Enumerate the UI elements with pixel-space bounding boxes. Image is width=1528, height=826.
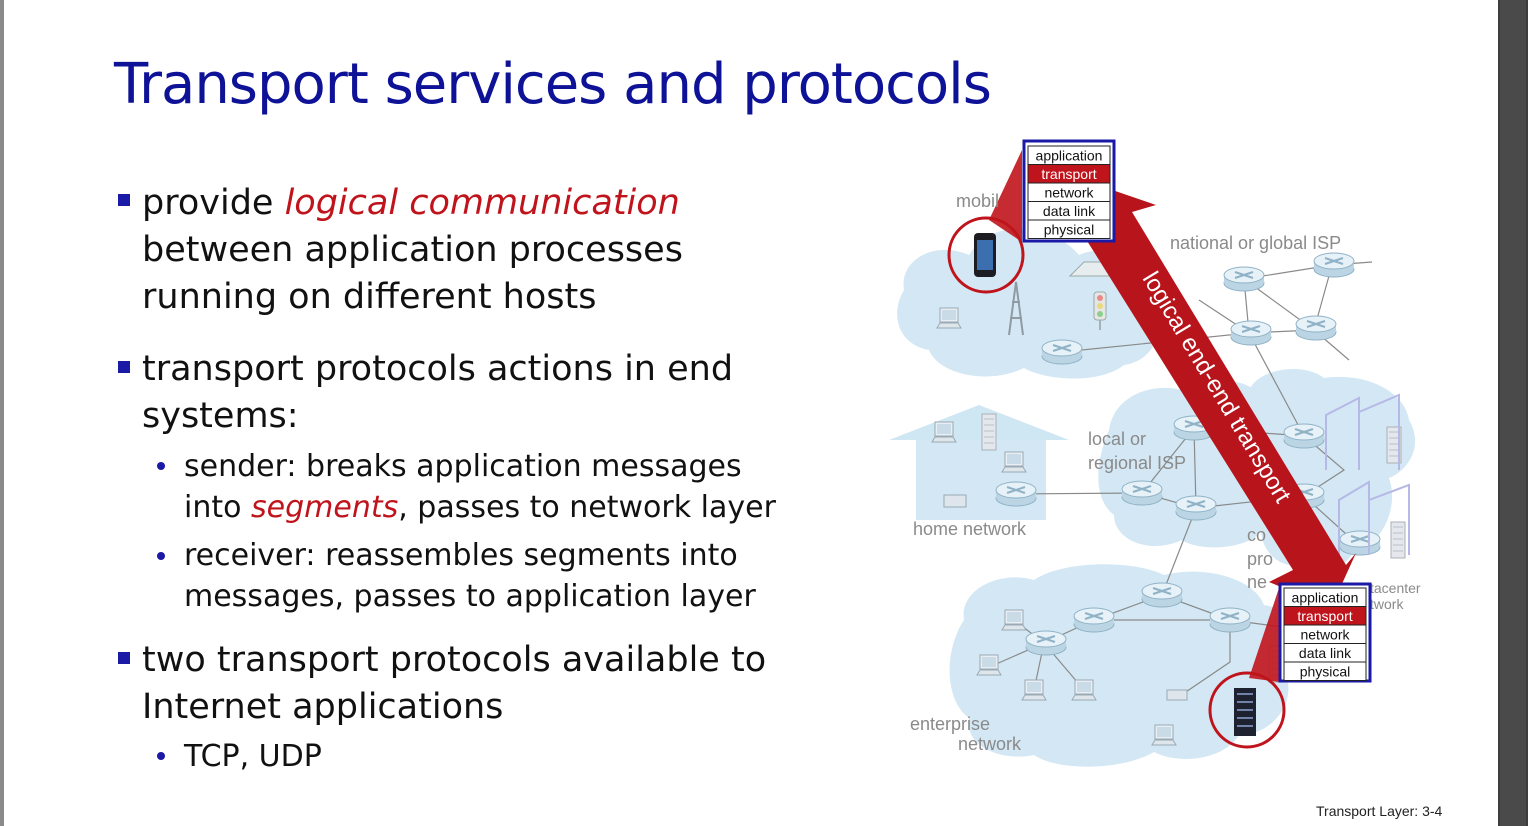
window-edge-left	[0, 0, 4, 826]
bullet-1-line-2: between application processes	[142, 230, 683, 270]
server-host-highlight	[1208, 671, 1286, 749]
bullet-square-icon	[118, 361, 130, 373]
sub-bullet-receiver-line-1: receiver: reassembles segments into	[184, 538, 738, 573]
bullet-1-text: provide	[142, 183, 285, 223]
logical-end-end-arrow	[1064, 182, 1356, 608]
bullet-square-icon	[118, 652, 130, 664]
bottom-stack-callout	[1249, 585, 1280, 682]
sender-text: into	[184, 490, 252, 525]
bullet-2-line-1: transport protocols actions in end	[142, 349, 734, 389]
scrollbar-thumb[interactable]	[1500, 0, 1526, 826]
slide-title: Transport services and protocols	[114, 52, 992, 117]
sender-text-tail: , passes to network layer	[398, 490, 776, 525]
label-home-network: home network	[913, 519, 1027, 539]
stack-layer-label: network	[1044, 185, 1094, 201]
stack-layer-label: transport	[1041, 166, 1096, 182]
sub-bullet-sender-line-1: sender: breaks application messages	[184, 449, 742, 484]
emphasis-segments: segments	[251, 490, 399, 525]
smartphone-screen	[977, 240, 993, 270]
stack-layer-label: transport	[1297, 608, 1352, 624]
label-datacenter-1: tacenter	[1370, 580, 1421, 596]
slide: Transport services and protocols provide…	[4, 0, 1498, 826]
label-national-isp: national or global ISP	[1170, 233, 1341, 253]
label-mobile-network: mobil	[956, 191, 999, 211]
network-clouds	[897, 228, 1416, 767]
top-stack-callout	[989, 150, 1022, 242]
scrollbar-track[interactable]	[1498, 0, 1528, 826]
stack-layer-box	[1027, 219, 1111, 239]
mobile-host-highlight	[947, 216, 1025, 294]
label-enterprise-2: network	[958, 734, 1022, 754]
sub-bullet-dot-icon	[157, 462, 165, 470]
datacenter-buildings	[1325, 393, 1410, 555]
label-content-provider-3: ne	[1247, 572, 1267, 592]
bullet-3-line-1: two transport protocols available to	[142, 640, 767, 680]
bullet-square-icon	[118, 194, 130, 206]
stack-layer-label: application	[1036, 148, 1103, 164]
sub-bullet-tcp-udp: TCP, UDP	[184, 739, 322, 774]
stack-layer-label: physical	[1044, 222, 1095, 238]
label-content-provider-2: pro	[1247, 549, 1273, 569]
bullet-3-line-2: Internet applications	[142, 687, 504, 727]
label-content-provider-1: co	[1247, 525, 1266, 545]
protocol-stack-bottom: application transport network data link phys…	[1278, 582, 1372, 683]
stack-layer-box	[1283, 661, 1367, 681]
stack-layer-label: data link	[1299, 645, 1352, 661]
stack-layer-label: application	[1292, 590, 1359, 606]
sub-bullet-dot-icon	[157, 552, 165, 560]
label-local-isp-1: local or	[1088, 429, 1146, 449]
label-local-isp-2: regional ISP	[1088, 453, 1186, 473]
stack-layer-label: physical	[1300, 664, 1351, 680]
sub-bullet-sender-line-2: into segments, passes to network layer	[184, 487, 776, 528]
home-network-house	[889, 405, 1069, 520]
label-datacenter-2: twork	[1370, 596, 1404, 612]
label-enterprise-1: enterprise	[910, 714, 990, 734]
network-diagram: logical end-end transport mobil national…	[889, 139, 1421, 767]
bullet-1-line-3: running on different hosts	[142, 277, 597, 317]
emphasis-logical-communication: logical communication	[284, 183, 680, 223]
bullet-1-line-1: provide logical communication	[142, 180, 680, 227]
server-icon	[1234, 688, 1256, 736]
sub-bullet-receiver-line-2: messages, passes to application layer	[184, 579, 756, 614]
stack-layer-label: data link	[1043, 203, 1096, 219]
footer-page-label: Transport Layer: 3-4	[1316, 803, 1443, 819]
sub-bullet-dot-icon	[157, 752, 165, 760]
bullet-2-line-2: systems:	[142, 396, 299, 436]
stack-layer-label: network	[1300, 627, 1350, 643]
protocol-stack-top: application transport network data link phys…	[1022, 139, 1116, 243]
